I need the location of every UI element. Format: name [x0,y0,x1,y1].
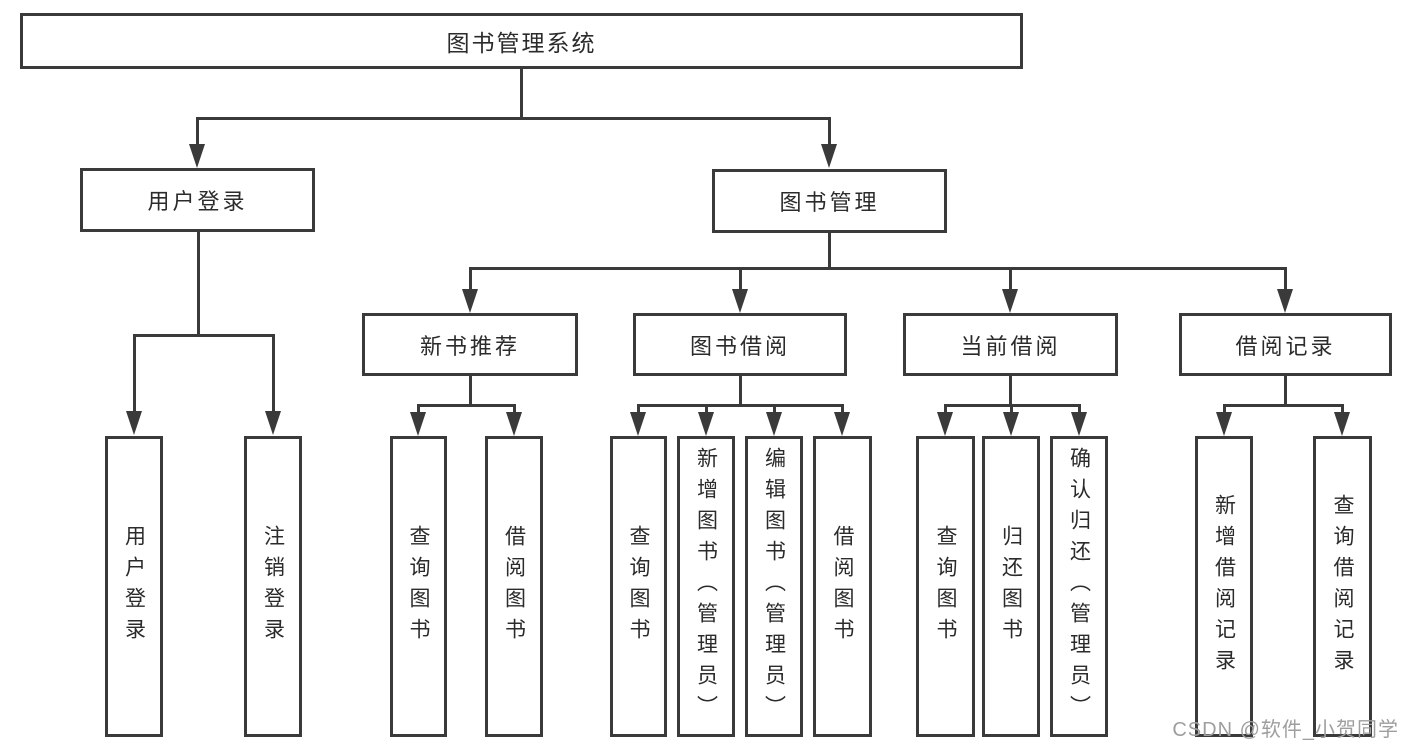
connector-currentborrow-bar [944,404,1081,407]
leaf-borrow-books-recommend: 借阅图书 [485,436,543,737]
leaf-confirm-return-admin: 确认归还（管理员） [1050,436,1108,737]
arrowhead-down-icon [506,412,522,436]
connector-drop [944,407,947,413]
node-current-borrowing: 当前借阅 [903,313,1118,376]
leaf-query-books-current: 查询图书 [916,436,975,737]
connector-newbook-stem [469,376,472,406]
connector-drop [1341,407,1344,413]
node-label: 图书借阅 [689,333,790,359]
connector-drop [133,337,136,411]
connector-drop [272,337,275,411]
leaf-query-books-recommend: 查询图书 [390,436,447,737]
node-label: 查询图书 [627,524,650,649]
arrowhead-down-icon [1277,289,1293,313]
connector-drop [513,407,516,413]
connector-records-stem [1284,376,1287,406]
node-label: 借阅记录 [1235,333,1336,359]
connector-drop [828,120,831,144]
node-label: 确认归还（管理员） [1067,447,1091,726]
node-label: 注销登录 [261,524,285,649]
leaf-edit-books-admin: 编辑图书（管理员） [745,436,803,737]
connector-newbook-bar [417,404,516,407]
node-user-login: 用户登录 [80,168,315,232]
arrowhead-down-icon [1071,412,1087,436]
node-label: 用户登录 [147,189,248,214]
connector-currentborrow-stem [1009,376,1012,406]
arrowhead-down-icon [1334,412,1350,436]
csdn-watermark: CSDN @软件_小贺同学 [1172,719,1399,741]
arrowhead-down-icon [1002,289,1018,313]
connector-drop [1010,407,1013,413]
connector-drop [1078,407,1081,413]
node-label: 新增借阅记录 [1212,493,1236,680]
leaf-add-books-admin: 新增图书（管理员） [677,436,735,737]
node-label: 当前借阅 [960,333,1061,359]
leaf-query-books-borrow: 查询图书 [610,436,667,737]
arrowhead-down-icon [630,412,646,436]
node-label: 新增图书（管理员） [694,447,718,726]
leaf-return-books: 归还图书 [982,436,1040,737]
node-library-management-system: 图书管理系统 [20,13,1023,69]
node-label: 查询借阅记录 [1331,493,1354,680]
arrowhead-down-icon [766,412,782,436]
node-label: 查询图书 [407,524,430,649]
leaf-user-login: 用户登录 [105,436,163,737]
node-label: 新书推荐 [419,333,520,359]
node-label: 图书管理系统 [446,30,597,56]
node-label: 查询图书 [934,524,957,649]
leaf-logout: 注销登录 [244,436,302,737]
connector-bookborrow-bar [637,404,844,407]
connector-drop [1284,270,1287,289]
connector-drop [196,120,199,144]
connector-drop [1009,270,1012,289]
connector-root-bar [196,117,831,120]
connector-drop [1223,407,1226,413]
node-label: 借阅图书 [831,524,854,649]
node-label: 图书管理 [779,190,880,215]
node-new-book-recommendation: 新书推荐 [362,313,578,376]
connector-bookmgmt-stem [828,233,831,270]
connector-bookmgmt-bar [469,267,1287,270]
arrowhead-down-icon [821,144,837,168]
connector-userlogin-bar [133,334,275,337]
arrowhead-down-icon [410,412,426,436]
arrowhead-down-icon [1003,412,1019,436]
connector-bookborrow-stem [739,376,742,406]
arrowhead-down-icon [732,289,748,313]
arrowhead-down-icon [834,412,850,436]
node-label: 归还图书 [999,524,1023,649]
node-book-borrowing: 图书借阅 [633,313,847,376]
arrowhead-down-icon [126,411,142,435]
node-book-management: 图书管理 [712,169,947,233]
arrowhead-down-icon [462,289,478,313]
connector-drop [841,407,844,413]
connector-drop [773,407,776,413]
connector-drop [705,407,708,413]
leaf-add-borrow-record: 新增借阅记录 [1195,436,1253,737]
arrowhead-down-icon [265,411,281,435]
arrowhead-down-icon [1216,412,1232,436]
arrowhead-down-icon [937,412,953,436]
leaf-borrow-books: 借阅图书 [813,436,872,737]
connector-drop [637,407,640,413]
connector-drop [469,270,472,289]
leaf-query-borrow-record: 查询借阅记录 [1313,436,1372,737]
node-label: 编辑图书（管理员） [762,447,786,726]
node-label: 用户登录 [122,524,146,649]
node-borrowing-records: 借阅记录 [1179,313,1392,376]
connector-drop [739,270,742,289]
connector-drop [417,407,420,413]
connector-root-stem [520,69,523,120]
arrowhead-down-icon [189,144,205,168]
arrowhead-down-icon [698,412,714,436]
connector-userlogin-stem [197,232,200,336]
connector-records-bar [1223,404,1344,407]
node-label: 借阅图书 [502,524,526,649]
